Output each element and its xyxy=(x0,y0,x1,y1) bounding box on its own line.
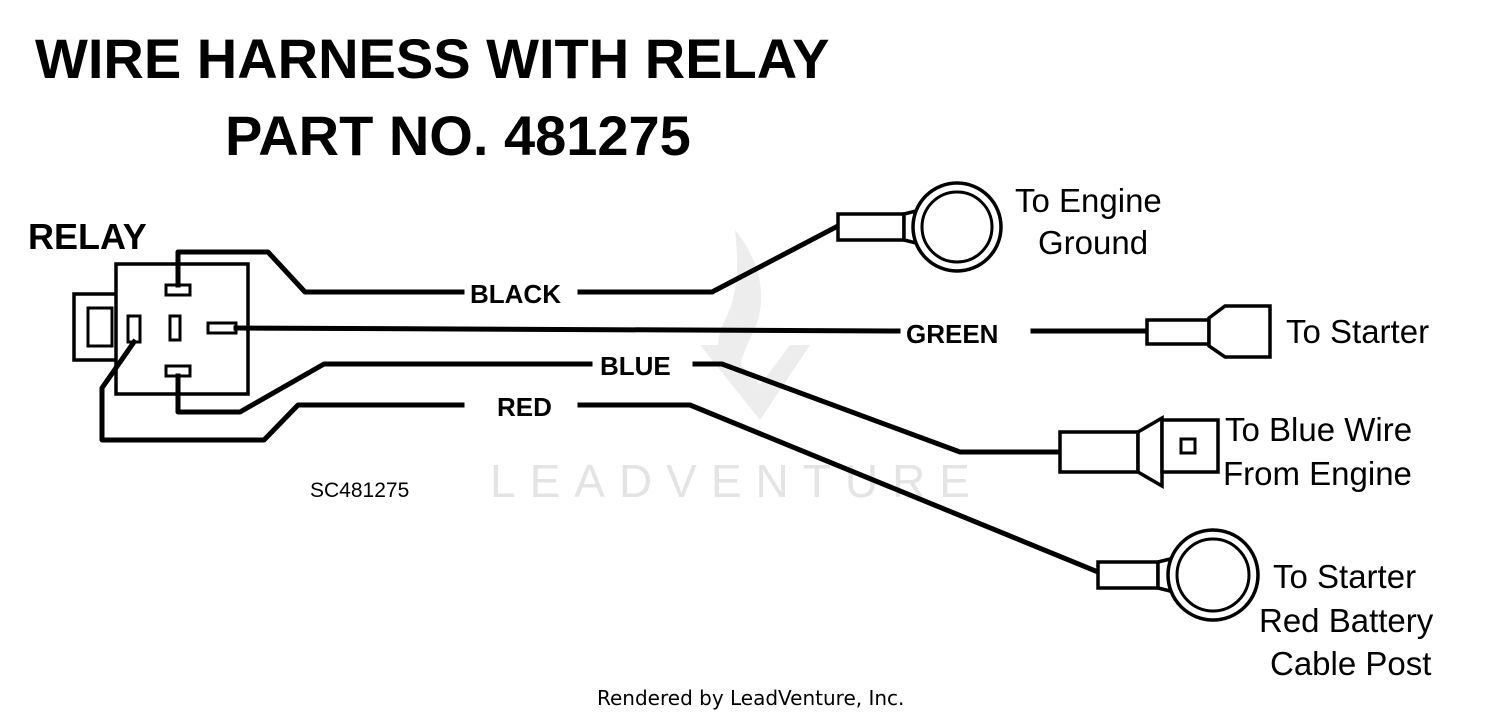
diagram-code: SC481275 xyxy=(310,479,409,502)
wire-green xyxy=(233,325,1150,334)
wire-label-red: RED xyxy=(497,392,552,422)
wire-black xyxy=(175,222,842,295)
ring-terminal-engine-ground xyxy=(836,181,1003,273)
credit-line: Rendered by LeadVenture, Inc. xyxy=(597,686,904,710)
watermark: LEADVENTURE xyxy=(490,230,984,507)
dest-engine-ground-line-1: To Engine xyxy=(1015,182,1162,219)
spade-connector-starter xyxy=(1145,304,1272,359)
watermark-v-icon xyxy=(700,345,810,420)
wires xyxy=(99,222,1150,576)
relay-label: RELAY xyxy=(28,216,147,257)
title-line-1: WIRE HARNESS WITH RELAY xyxy=(35,27,829,90)
title-line-2: PART NO. 481275 xyxy=(225,104,691,167)
relay-body xyxy=(72,262,250,396)
wire-red xyxy=(99,338,1102,576)
ring-terminal-battery-post xyxy=(1096,528,1260,622)
dest-battery-post-line-2: Red Battery xyxy=(1259,602,1434,639)
dest-battery-post-line-1: To Starter xyxy=(1273,558,1416,595)
wire-label-blue: BLUE xyxy=(600,351,671,381)
tab-connector-blue-wire xyxy=(1058,414,1220,490)
relay-terminal-center xyxy=(168,314,182,342)
dest-engine-ground-line-2: Ground xyxy=(1038,224,1148,261)
dest-battery-post-line-3: Cable Post xyxy=(1270,645,1431,682)
dest-blue-wire-line-2: From Engine xyxy=(1223,455,1412,492)
dest-starter: To Starter xyxy=(1286,313,1429,350)
wire-label-green: GREEN xyxy=(906,319,998,349)
wire-blue xyxy=(175,361,1063,455)
dest-blue-wire-line-1: To Blue Wire xyxy=(1225,411,1412,448)
relay-tab-slot xyxy=(86,306,114,348)
watermark-text: LEADVENTURE xyxy=(490,455,984,507)
wire-label-black: BLACK xyxy=(470,279,561,309)
